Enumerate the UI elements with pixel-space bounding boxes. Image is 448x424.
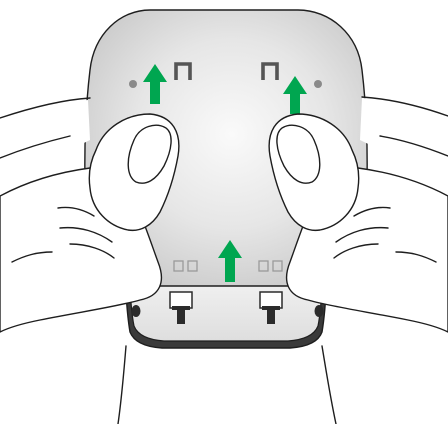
- left-hand: [0, 97, 180, 333]
- side-button-left: [131, 305, 141, 317]
- slots: [173, 260, 283, 272]
- arrow-up-icon: [143, 64, 167, 104]
- open-bracket-icon: [261, 62, 279, 80]
- open-bracket-icon: [174, 62, 192, 80]
- terminal-icon: [169, 291, 193, 324]
- terminal-icon: [259, 291, 283, 324]
- marker-dot-left: [129, 80, 137, 88]
- arrow-up-icon: [218, 240, 242, 282]
- marker-dot-right: [314, 80, 322, 88]
- wrist-lines: [117, 345, 337, 424]
- forearms: [0, 340, 448, 424]
- arrow-up-icon: [283, 76, 307, 114]
- side-button-right: [314, 305, 324, 317]
- right-hand: [268, 96, 448, 333]
